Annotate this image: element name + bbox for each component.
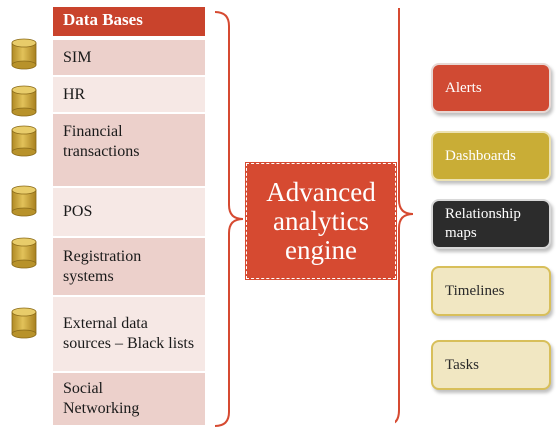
output-tasks: Tasks: [431, 340, 551, 390]
left-bracket: [214, 11, 244, 427]
database-icons-column: [11, 38, 37, 339]
database-cylinder-icon: [11, 85, 37, 117]
output-label: Alerts: [445, 79, 482, 96]
data-bases-header: Data Bases: [53, 7, 205, 36]
database-item-registration-systems: Registration systems: [53, 238, 205, 295]
output-label: Timelines: [445, 282, 505, 299]
database-item-hr: HR: [53, 77, 205, 112]
analytics-engine-box: Advanced analytics engine: [245, 162, 397, 280]
output-label: Tasks: [445, 356, 479, 373]
output-timelines: Timelines: [431, 266, 551, 316]
output-dashboards: Dashboards: [431, 131, 551, 181]
output-label: Dashboards: [445, 147, 516, 164]
database-item-label: Social Networking: [63, 380, 140, 417]
database-item-sim: SIM: [53, 40, 205, 75]
database-cylinder-icon: [11, 38, 37, 70]
database-cylinder-icon: [11, 125, 37, 157]
database-item-social-networking: Social Networking: [53, 373, 205, 425]
database-cylinder-icon: [11, 237, 37, 269]
database-cylinder-icon: [11, 307, 37, 339]
database-item-financial-transactions: Financial transactions: [53, 114, 205, 186]
database-item-label: Registration systems: [63, 247, 142, 285]
right-bracket: [395, 8, 414, 424]
database-item-label: POS: [63, 203, 93, 220]
output-alerts: Alerts: [431, 63, 551, 113]
analytics-engine-label: Advanced analytics engine: [266, 176, 376, 265]
output-label: Relationship maps: [445, 206, 521, 241]
database-item-pos: POS: [53, 188, 205, 236]
database-item-label: Financial transactions: [63, 123, 140, 160]
database-item-label: SIM: [63, 48, 92, 66]
output-relationship-maps: Relationship maps: [431, 199, 551, 249]
database-item-label: HR: [63, 85, 86, 103]
database-cylinder-icon: [11, 185, 37, 217]
database-item-external-data-sources: External data sources – Black lists: [53, 297, 205, 371]
database-item-label: External data sources – Black lists: [63, 315, 195, 352]
